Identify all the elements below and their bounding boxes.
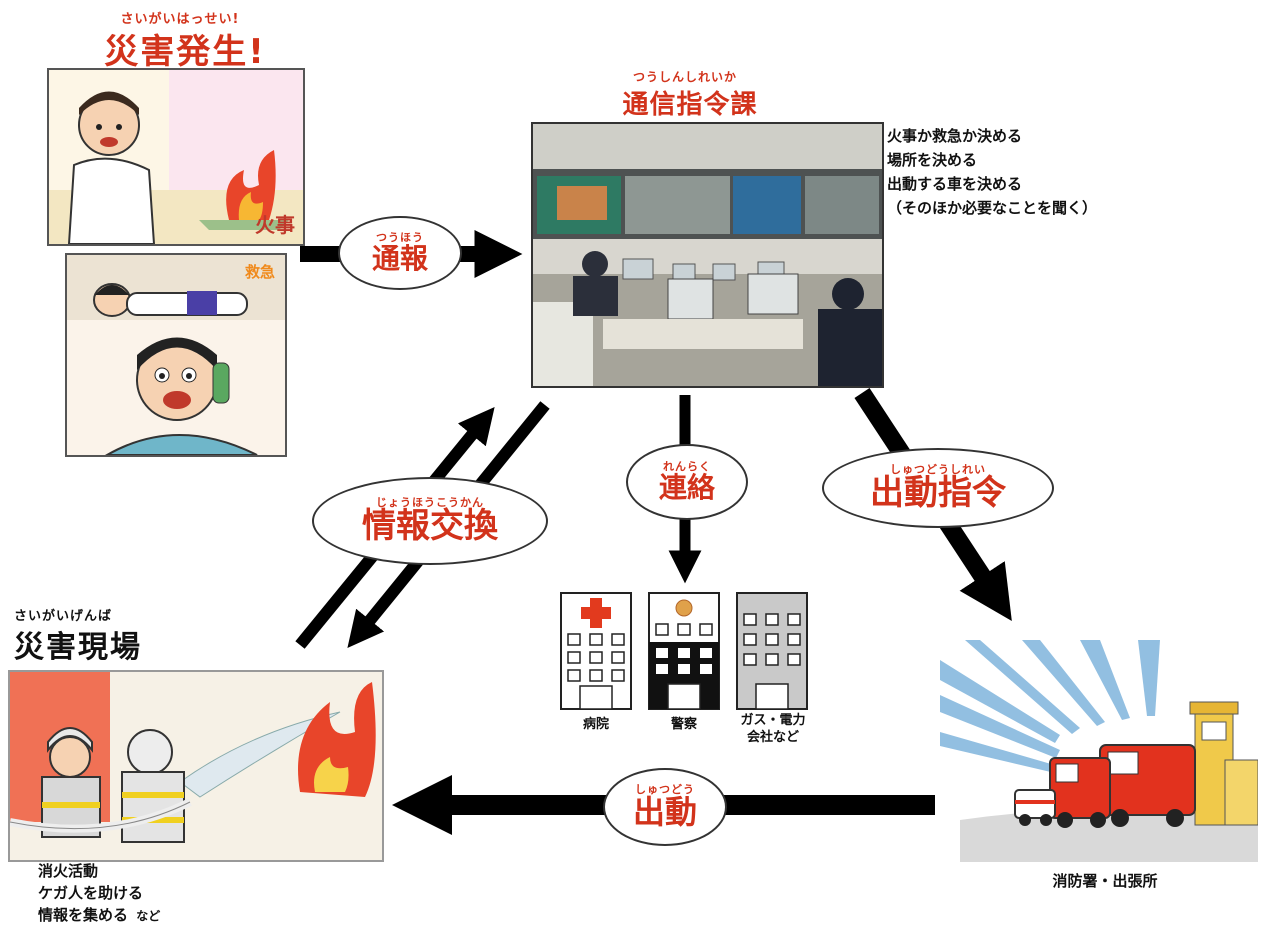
station-label: 消防署・出張所 <box>1052 872 1158 890</box>
duty-line: 出動する車を決める <box>887 175 1023 193</box>
command-duties: 火事か救急か決める 場所を決める 出動する車を決める （そのほか必要なことを聞く… <box>887 124 1207 220</box>
police-building <box>648 592 720 710</box>
activity-line: 消火活動 <box>38 862 99 880</box>
utility-label: ガス・電力 会社など <box>728 712 818 746</box>
scene-illustration <box>8 670 384 862</box>
ambulance-call-illustration: 救急 <box>65 253 287 457</box>
utility-label-line1: ガス・電力 <box>740 713 806 728</box>
dispatch-order-ruby: しゅつどうしれい <box>890 463 986 477</box>
dispatch-oval: しゅつどう 出動 <box>603 768 727 846</box>
command-title: 通信指令課 <box>622 90 758 120</box>
fire-call-illustration: 火事 <box>47 68 305 246</box>
report-label: 通報 <box>371 242 428 276</box>
fire-label: 火事 <box>255 213 295 237</box>
hospital-building <box>560 592 632 710</box>
scene-ruby: さいがいげんば <box>14 609 113 624</box>
duty-line: （そのほか必要なことを聞く） <box>887 199 1098 217</box>
utility-building <box>736 592 808 710</box>
info-exchange-ruby: じょうほうこうかん <box>376 496 484 510</box>
activity-text: 情報を集める <box>38 906 129 924</box>
report-oval: つうほう 通報 <box>338 216 462 290</box>
info-exchange-oval: じょうほうこうかん 情報交換 <box>312 477 548 565</box>
activity-suffix: など <box>136 909 161 923</box>
hospital-label: 病院 <box>582 717 609 732</box>
duty-line: 場所を決める <box>887 151 978 169</box>
duty-line: 火事か救急か決める <box>887 127 1023 145</box>
utility-label-line2: 会社など <box>746 730 799 745</box>
contact-oval: れんらく 連絡 <box>626 444 748 520</box>
info-exchange-label: 情報交換 <box>362 506 498 547</box>
police-label: 警察 <box>670 717 697 732</box>
activity-line-with-suffix: 情報を集める など <box>38 904 338 927</box>
ambulance-label: 救急 <box>244 263 275 281</box>
report-ruby: つうほう <box>376 231 424 245</box>
fire-station-illustration <box>940 640 1258 862</box>
dispatch-label: 出動 <box>632 793 697 832</box>
command-center-photo <box>531 122 884 388</box>
contact-ruby: れんらく <box>663 460 711 474</box>
contact-label: 連絡 <box>658 471 715 505</box>
dispatch-ruby: しゅつどう <box>635 783 695 797</box>
command-ruby: つうしんしれいか <box>632 70 737 84</box>
disaster-ruby: さいがいはっせい! <box>120 12 240 27</box>
scene-activities: 消火活動 ケガ人を助ける 情報を集める など <box>38 860 338 927</box>
dispatch-order-label: 出動指令 <box>870 473 1006 514</box>
activity-line: ケガ人を助ける <box>38 884 144 902</box>
dispatch-order-oval: しゅつどうしれい 出動指令 <box>822 448 1054 528</box>
scene-title: 災害現場 <box>14 630 142 665</box>
disaster-title: 災害発生! <box>104 32 266 72</box>
